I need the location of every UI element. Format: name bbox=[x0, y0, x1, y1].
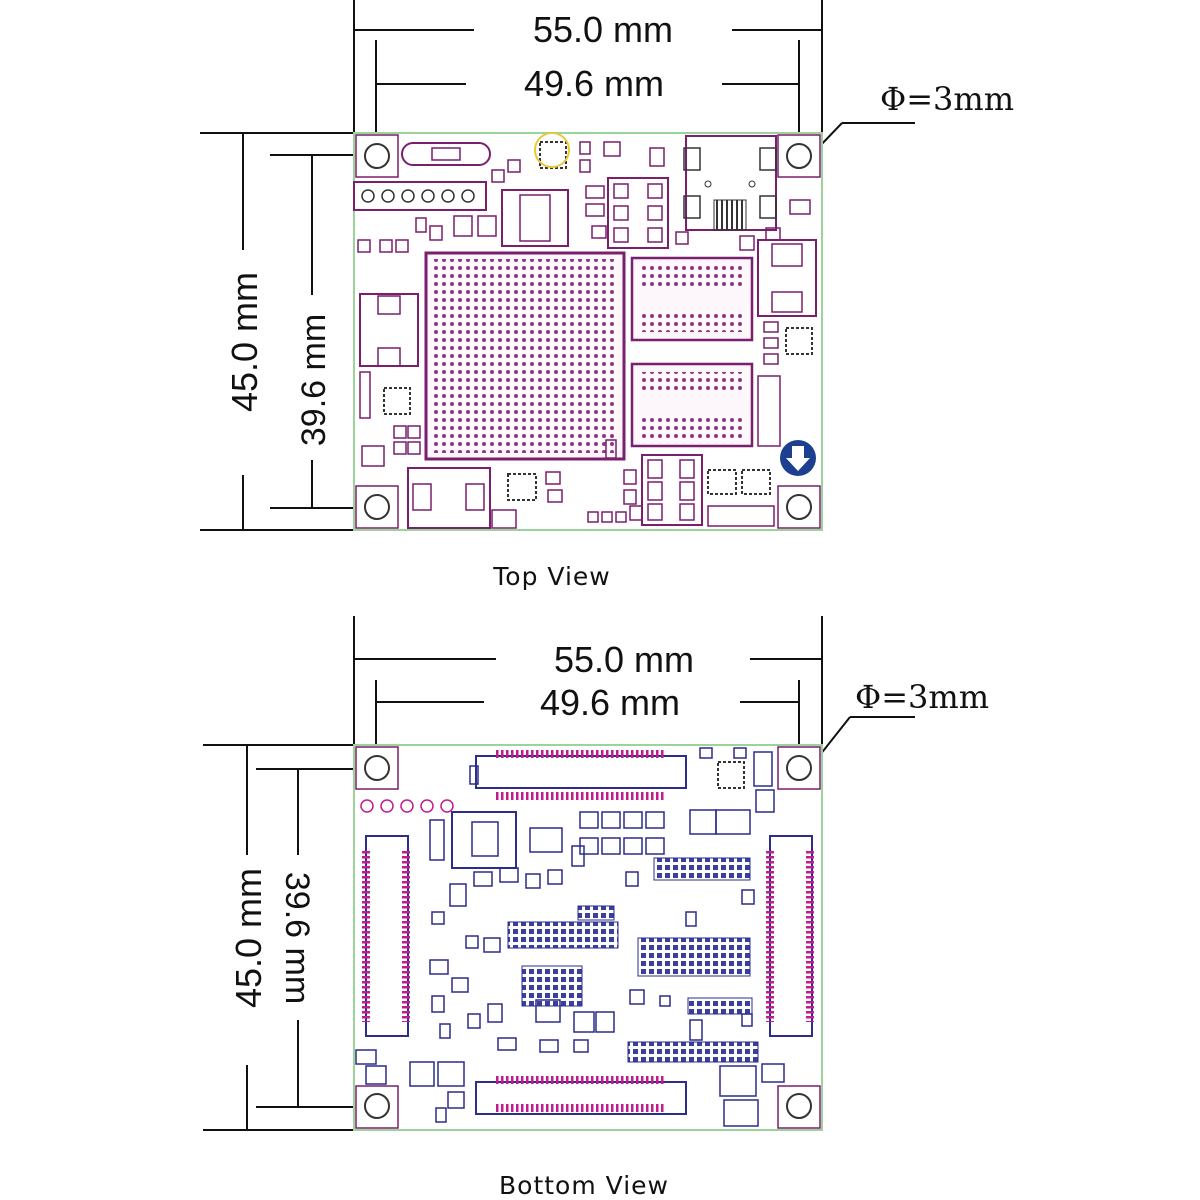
top-pin-header bbox=[353, 181, 487, 211]
bottom-mounting-hole-br bbox=[777, 1085, 821, 1129]
top-fpga-bga-chip bbox=[424, 251, 626, 461]
bottom-width-inner-label: 49.6 mm bbox=[540, 682, 680, 723]
top-view-caption: Top View bbox=[492, 562, 610, 591]
top-regulator-block-1 bbox=[607, 177, 669, 249]
top-power-inductor-upper bbox=[501, 189, 569, 247]
top-mounting-hole-tr bbox=[777, 134, 821, 178]
bottom-height-outer-label: 45.0 mm bbox=[228, 868, 269, 1008]
bottom-pcb-board bbox=[353, 744, 823, 1131]
top-width-inner-label: 49.6 mm bbox=[524, 63, 664, 104]
top-hole-label: Φ=3mm bbox=[880, 80, 1014, 118]
bottom-mounting-hole-tl bbox=[355, 746, 399, 790]
top-crystal bbox=[401, 142, 491, 166]
bottom-view-caption: Bottom View bbox=[499, 1171, 669, 1200]
top-mounting-hole-tl bbox=[355, 134, 399, 178]
top-orientation-arrow-icon bbox=[780, 440, 816, 476]
top-height-inner-label: 39.6 mm bbox=[295, 314, 333, 446]
bottom-connector-bottom bbox=[475, 1076, 687, 1115]
top-hole-callout: Φ=3mm bbox=[817, 80, 1014, 149]
bottom-resistor-arrays bbox=[507, 857, 759, 1063]
top-qfn-chip-4 bbox=[785, 327, 813, 355]
top-width-outer-label: 55.0 mm bbox=[533, 9, 673, 50]
bottom-large-module bbox=[451, 811, 517, 869]
bottom-view: 55.0 mm 49.6 mm 45.0 mm 39.6 mm Φ=3mm bbox=[203, 616, 989, 1200]
bottom-hole-callout: Φ=3mm bbox=[815, 678, 989, 761]
top-qfn-chip-2 bbox=[383, 387, 411, 415]
top-ddr-chip-2 bbox=[630, 362, 754, 448]
top-view: 55.0 mm 49.6 mm 45.0 mm 39.6 mm Φ=3mm bbox=[200, 0, 1014, 591]
bottom-hole-label: Φ=3mm bbox=[855, 678, 989, 716]
top-height-dimensions: 45.0 mm 39.6 mm bbox=[200, 132, 354, 531]
bottom-small-components bbox=[355, 747, 785, 1127]
top-qfn-chip-5 bbox=[707, 469, 771, 495]
bottom-header-pads bbox=[360, 799, 454, 813]
top-usb-connector bbox=[683, 135, 777, 231]
bottom-connector-right bbox=[766, 835, 814, 1037]
top-regulator-block-2 bbox=[641, 454, 703, 526]
top-qfn-chip-3 bbox=[507, 473, 537, 501]
top-power-inductor-right bbox=[757, 239, 817, 317]
bottom-mounting-hole-bl bbox=[355, 1085, 399, 1129]
bottom-width-outer-label: 55.0 mm bbox=[554, 639, 694, 680]
bottom-height-inner-label: 39.6 mm bbox=[278, 872, 316, 1004]
top-mounting-hole-bl bbox=[355, 485, 399, 529]
top-qfn-chip-1 bbox=[534, 132, 570, 169]
bottom-width-dimensions: 55.0 mm 49.6 mm bbox=[353, 616, 823, 745]
top-ddr-chip-1 bbox=[630, 256, 754, 342]
top-small-components bbox=[357, 141, 811, 529]
top-width-dimensions: 55.0 mm 49.6 mm bbox=[353, 0, 823, 135]
bottom-mounting-hole-tr bbox=[777, 746, 821, 790]
bottom-qfn-chip bbox=[717, 761, 745, 789]
top-power-inductor-left bbox=[359, 293, 419, 367]
top-power-inductor-bottom bbox=[407, 467, 491, 529]
top-pcb-board bbox=[353, 132, 823, 531]
top-mounting-hole-br bbox=[777, 485, 821, 529]
bottom-height-dimensions: 45.0 mm 39.6 mm bbox=[203, 744, 354, 1131]
bottom-connector-top bbox=[475, 750, 687, 800]
top-height-outer-label: 45.0 mm bbox=[224, 272, 265, 412]
bottom-connector-left bbox=[362, 835, 410, 1037]
